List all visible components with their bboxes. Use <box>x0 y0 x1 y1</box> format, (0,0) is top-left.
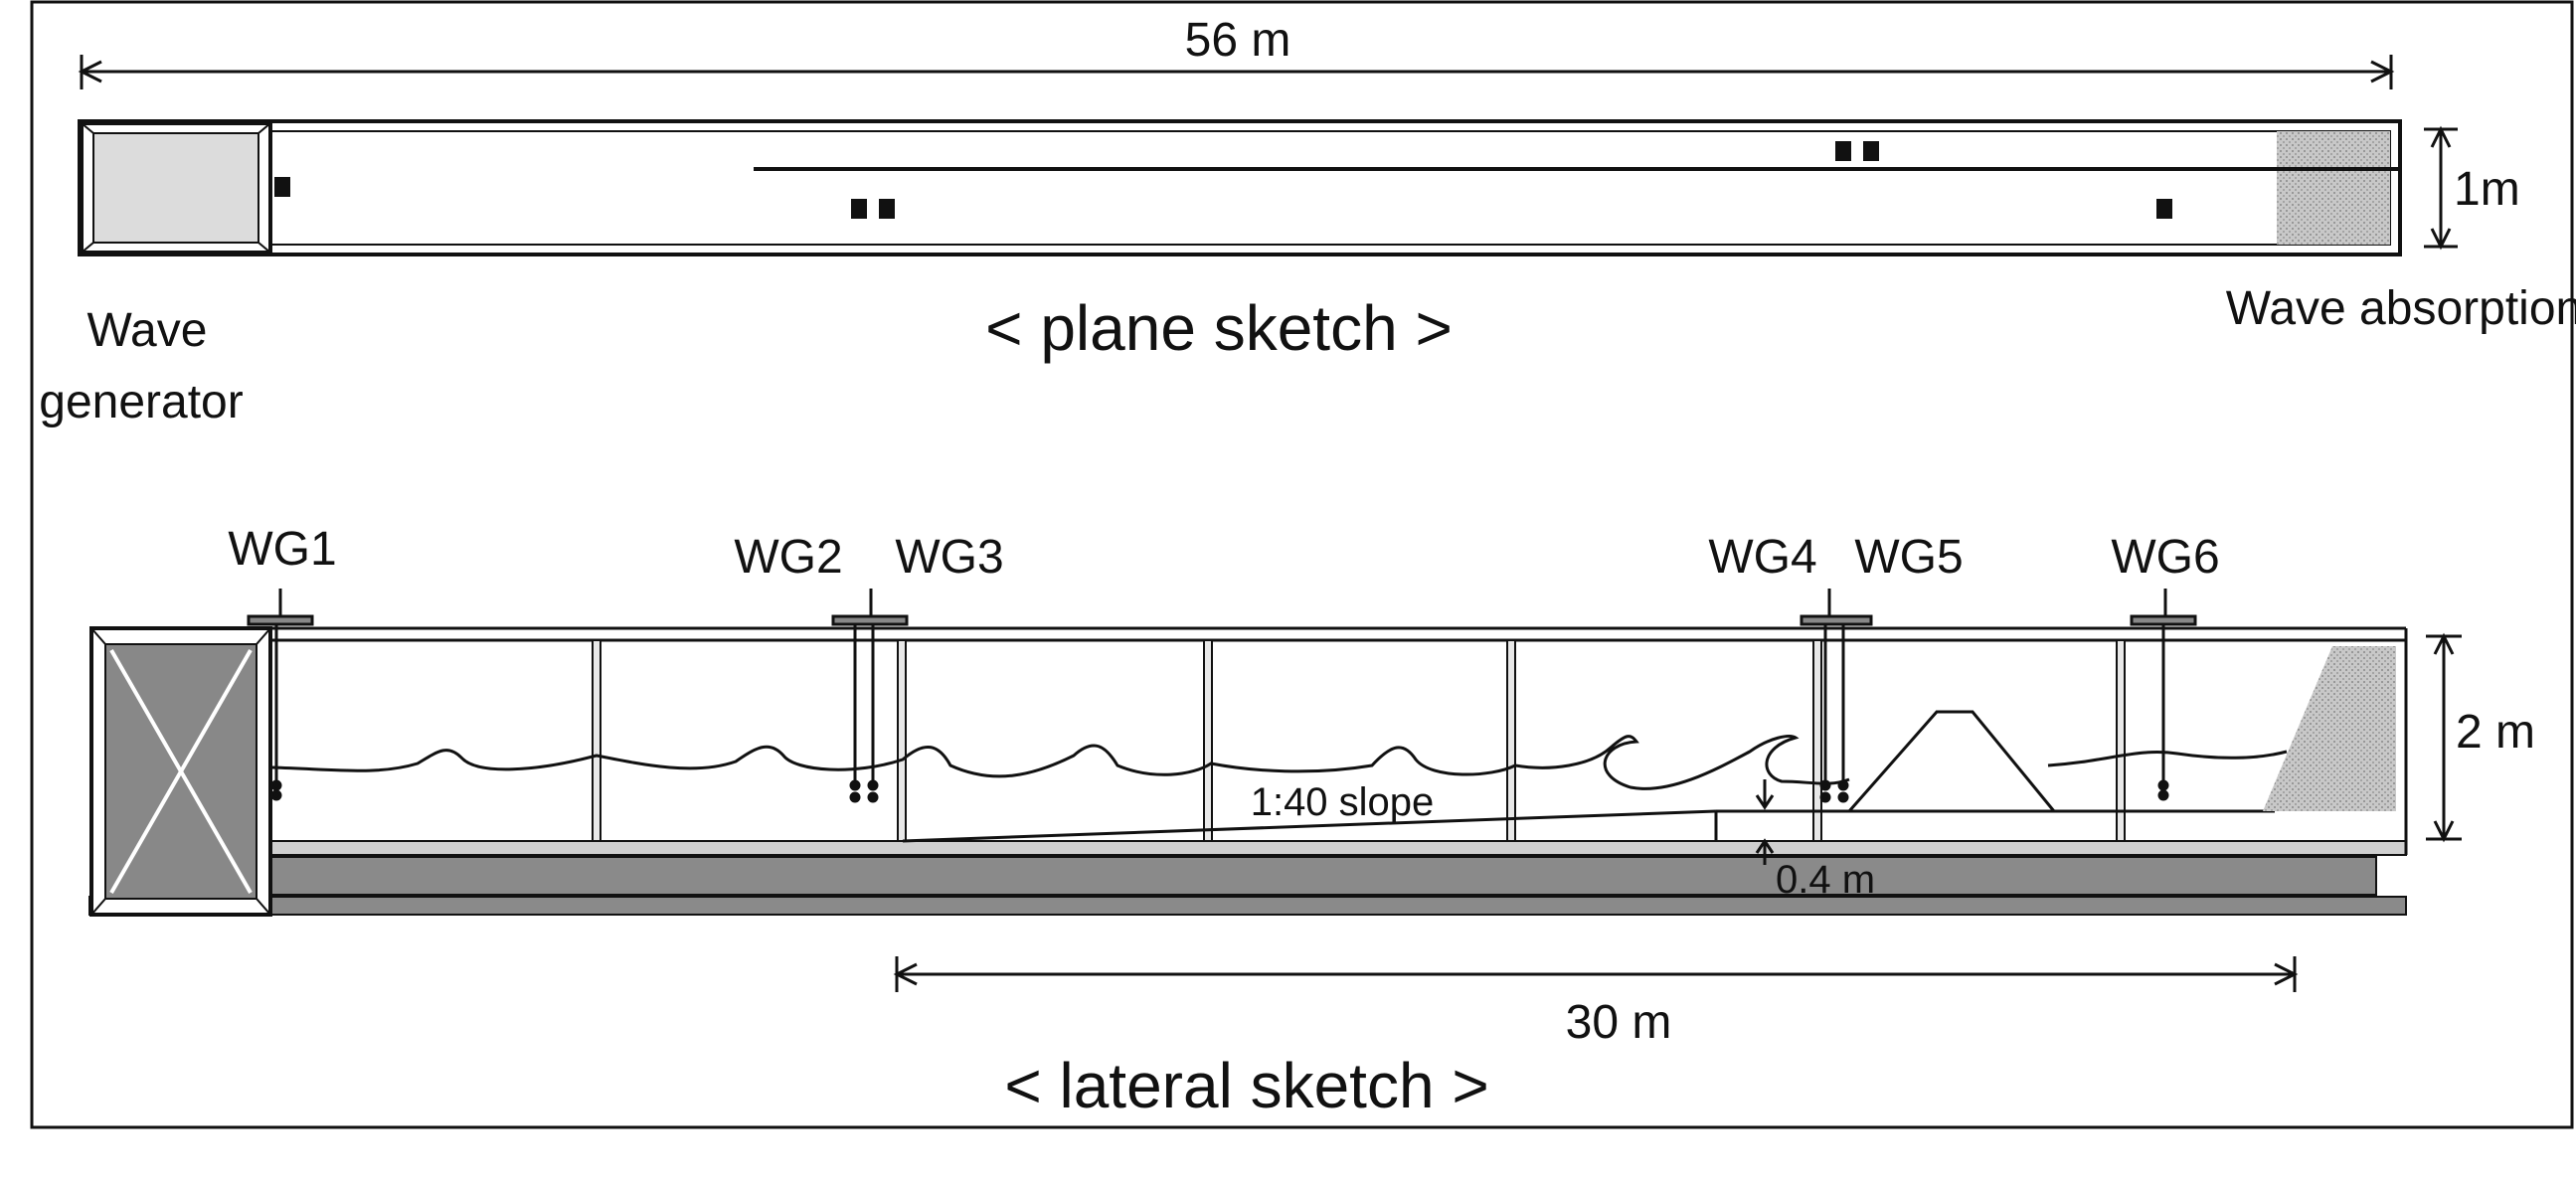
absorber-plan <box>2277 131 2390 245</box>
water-surface <box>271 735 2288 790</box>
flume-posts <box>592 639 2126 842</box>
absorption-label: Wave absorption <box>2226 282 2576 335</box>
slope-label: 1:40 slope <box>1251 780 1435 824</box>
slope-bed <box>902 809 2275 843</box>
channel-plan <box>78 119 2402 256</box>
lateral-title: < lateral sketch > <box>1004 1050 1488 1121</box>
width-label: 1m <box>2454 163 2520 216</box>
lateral-sketch: WG1 WG2 WG3 WG4 WG5 WG6 <box>88 523 2535 1121</box>
figure-frame <box>30 0 2574 1129</box>
length-label: 56 m <box>1185 14 1291 67</box>
step-label: 0.4 m <box>1776 858 1875 902</box>
wave-generator-lateral <box>89 626 272 917</box>
length-dimension <box>78 55 2395 89</box>
step-dimension <box>1755 779 1775 865</box>
gauge-label-wg3: WG3 <box>895 531 1003 584</box>
gauge-label-wg5: WG5 <box>1854 531 1963 584</box>
gauge-label-wg1: WG1 <box>228 523 336 576</box>
gauge-label-wg6: WG6 <box>2111 531 2219 584</box>
wave-generator-plan <box>80 121 272 254</box>
span-label: 30 m <box>1566 996 1672 1049</box>
gauge-label-wg2: WG2 <box>734 531 842 584</box>
height-label: 2 m <box>2456 706 2535 759</box>
generator-label-line1: Wave <box>87 304 208 357</box>
plane-title: < plane sketch > <box>985 292 1453 364</box>
height-dimension <box>2426 632 2462 843</box>
width-dimension <box>2424 125 2458 251</box>
flume-floor <box>88 840 2407 916</box>
absorber-lateral <box>2263 646 2396 811</box>
plane-sketch: 56 m <box>39 14 2576 428</box>
gauge-markers-plan <box>274 141 2172 219</box>
span-dimension <box>893 956 2299 992</box>
generator-label-line2: generator <box>39 376 243 428</box>
gauges-lateral <box>247 589 2197 803</box>
gauge-label-wg4: WG4 <box>1708 531 1816 584</box>
breakwater-structure <box>1845 710 2058 813</box>
